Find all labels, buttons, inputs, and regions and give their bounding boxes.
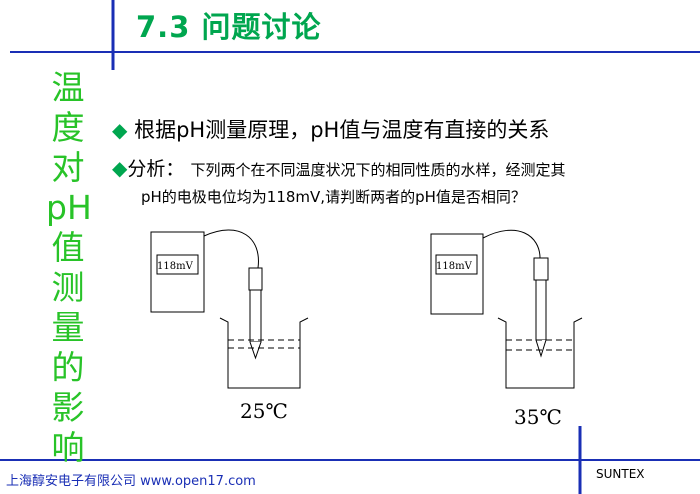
- left-beaker: [219, 317, 309, 389]
- right-electrode-tip: [535, 339, 547, 358]
- bullet-1-text: 根据pH测量原理，pH值与温度有直接的关系: [134, 118, 550, 142]
- bullet-2-text: 下列两个在不同温度状况下的相同性质的水样，经测定其: [190, 161, 566, 179]
- side-title-char: 度: [51, 108, 85, 147]
- diamond-bullet-icon: ◆: [112, 118, 128, 142]
- side-title-char: 响: [51, 428, 85, 467]
- right-electrode-cap: [533, 257, 549, 281]
- footer-brand: SUNTEX: [596, 467, 645, 481]
- left-electrode-cap: [248, 267, 263, 291]
- right-electrode-cable: [482, 229, 541, 259]
- bullet-1: ◆ 根据pH测量原理，pH值与温度有直接的关系: [112, 114, 549, 144]
- left-meter-display: [156, 254, 199, 275]
- side-title-char: 值: [51, 228, 85, 267]
- left-electrode-body: [249, 289, 262, 343]
- left-apparatus: 118mV 25℃: [150, 229, 309, 423]
- left-temperature: 25℃: [240, 399, 288, 423]
- side-title-char: 对: [51, 148, 85, 187]
- bullet-2-line-2: pH的电极电位均为118mV,请判断两者的pH值是否相同？: [141, 188, 526, 206]
- right-apparatus: 118mV 35℃: [430, 229, 583, 429]
- side-title-char: 影: [51, 388, 85, 427]
- right-meter-display: [435, 254, 478, 275]
- side-title-char: 的: [51, 348, 85, 387]
- footer-company[interactable]: 上海醇安电子有限公司 www.open17.com: [6, 474, 256, 489]
- left-electrode-cable: [203, 229, 259, 269]
- side-title-char: 温: [51, 68, 85, 107]
- left-electrode-tip: [249, 341, 262, 360]
- side-title-char: 量: [51, 308, 85, 347]
- slide-title: 7.3 问题讨论: [136, 10, 322, 44]
- right-meter-value: 118mV: [436, 261, 473, 272]
- right-temperature: 35℃: [514, 405, 562, 429]
- right-beaker: [497, 317, 583, 389]
- bullet-2: ◆分析： 下列两个在不同温度状况下的相同性质的水样，经测定其: [112, 154, 565, 181]
- left-meter-value: 118mV: [157, 261, 194, 272]
- diamond-bullet-icon: ◆: [112, 156, 128, 180]
- right-electrode-body: [535, 279, 547, 341]
- bullet-2-lead: 分析：: [127, 158, 185, 180]
- side-title-char: pH: [46, 188, 92, 227]
- side-title-char: 测: [51, 268, 85, 307]
